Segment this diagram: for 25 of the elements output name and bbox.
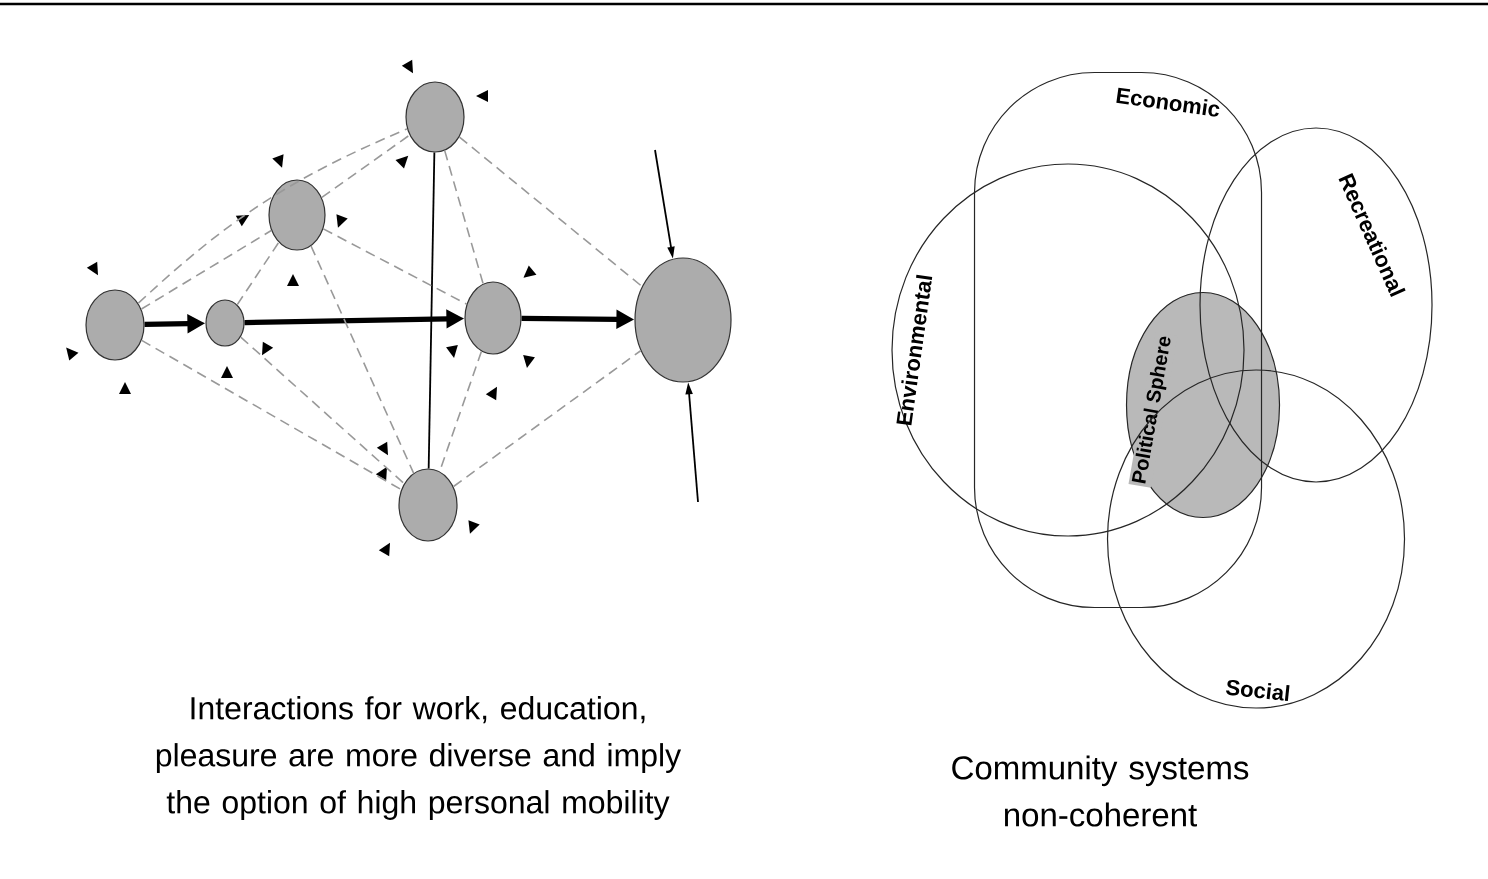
dashed-line [236, 241, 280, 306]
dashed-line [310, 245, 415, 474]
dashed-line [140, 339, 402, 491]
circle-node [405, 81, 465, 153]
dashed-line [458, 136, 643, 288]
dashed-line [239, 336, 405, 485]
circle-node [634, 257, 732, 383]
dashed-line [452, 349, 642, 488]
circle-node [464, 281, 522, 355]
line [427, 151, 436, 470]
ellipse-label: Social [1226, 679, 1290, 702]
circle-node [268, 179, 326, 251]
dashed-line [443, 149, 484, 285]
circle-node [85, 289, 145, 361]
ellipse-label: Environmental [896, 274, 933, 426]
dashed-line [140, 229, 273, 310]
dashed-line [322, 228, 468, 305]
caption: Community systems non-coherent [952, 755, 1249, 827]
circle-node [398, 468, 458, 542]
dashed-line [137, 128, 408, 304]
ellipse-label: Political Sphere [1128, 332, 1178, 488]
caption: Interactions for work, education, pleasure are more diverse and imply the option of high personal mobility [156, 696, 682, 820]
dashed-line [321, 134, 411, 199]
ellipse-label: Economic [1116, 87, 1220, 117]
circle-node [205, 299, 245, 347]
